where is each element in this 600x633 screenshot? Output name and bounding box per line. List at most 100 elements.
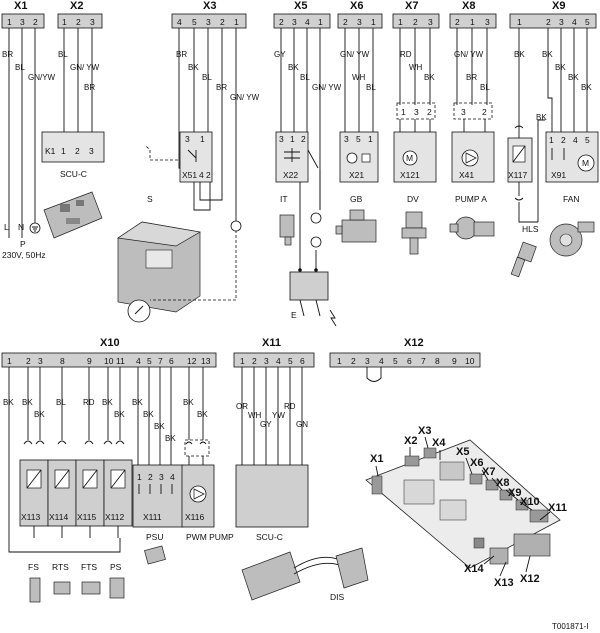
connector-x11-pin: 6 — [300, 356, 305, 366]
component-x41-pin: 3 — [461, 107, 466, 117]
electrode-block — [289, 271, 329, 301]
wire-color-label: RD — [400, 50, 412, 59]
label-e: E — [291, 310, 297, 320]
connector-x10-pin: 6 — [169, 356, 174, 366]
label-pump-a: PUMP A — [455, 194, 487, 204]
board-label-x14: X14 — [464, 563, 484, 575]
connector-x10-pin: 3 — [38, 356, 43, 366]
connector-x9 — [509, 13, 597, 29]
component-x112-label: X112 — [105, 512, 124, 522]
connector-x9-pin: 1 — [517, 17, 522, 27]
component-x21-pin: 5 — [356, 134, 361, 144]
connector-x6-pin: 1 — [371, 17, 376, 27]
connector-x10 — [1, 352, 217, 368]
ground-icon — [230, 220, 242, 232]
connector-x8 — [449, 13, 497, 29]
scu-c-board-icon — [43, 191, 103, 239]
component-x91 — [545, 131, 599, 183]
connector-x5-pin: 4 — [305, 17, 310, 27]
wire-color-label: OR — [236, 402, 248, 411]
connector-x9-pin: 2 — [546, 17, 551, 27]
wire-color-label: GY — [274, 50, 286, 59]
connector-x3-pin: 4 — [177, 17, 182, 27]
scu-c-block — [235, 464, 309, 528]
wire-color-label: BK — [288, 63, 299, 72]
wire-color-label: BK — [132, 398, 143, 407]
connector-x5-pin: 1 — [318, 17, 323, 27]
label-pwm-pump: PWM PUMP — [186, 532, 234, 542]
connector-x11-pin: 2 — [252, 356, 257, 366]
component-x21 — [339, 131, 379, 183]
label-rts: RTS — [52, 562, 69, 572]
component-x22-pin: 1 — [290, 134, 295, 144]
connector-x1-pin: 1 — [7, 17, 12, 27]
scu-c-display-icon — [241, 547, 369, 601]
component-x111-pin: 3 — [159, 472, 164, 482]
board-label-x13: X13 — [494, 577, 514, 589]
wire-color-label: YW — [272, 411, 285, 420]
component-x51-pin: 4 — [199, 170, 204, 180]
board-label-x11: X11 — [548, 502, 567, 514]
connector-x7-title: X7 — [405, 0, 418, 12]
component-x91-pin: 2 — [561, 135, 566, 145]
board-label-x4: X4 — [432, 437, 446, 449]
wire-color-label: GN — [296, 420, 308, 429]
connector-x11-pin: 3 — [264, 356, 269, 366]
connector-x12-pin: 6 — [407, 356, 412, 366]
component-x121-pin: 1 — [401, 107, 406, 117]
wire-color-label: BL — [300, 73, 310, 82]
control-board-drawing — [365, 439, 561, 569]
connector-x8-title: X8 — [462, 0, 475, 12]
component-x21-pin: 1 — [368, 134, 373, 144]
connector-x5-pin: 3 — [292, 17, 297, 27]
connector-x2-pin: 3 — [90, 17, 95, 27]
connector-x5 — [273, 13, 331, 29]
sensor-icons — [29, 577, 125, 603]
connector-x2-title: X2 — [70, 0, 83, 12]
connector-x3 — [171, 13, 247, 29]
wire-color-label: BR — [2, 50, 13, 59]
connector-x12-pin: 2 — [351, 356, 356, 366]
connector-x8-pin: 1 — [470, 17, 475, 27]
board-label-x10: X10 — [520, 496, 540, 508]
connector-x10-pin: 7 — [158, 356, 163, 366]
label-l: L — [4, 222, 9, 232]
high-limit-sensor-icon — [510, 241, 537, 278]
board-label-x12: X12 — [520, 573, 540, 585]
sensor-x112 — [103, 459, 133, 527]
fan-icon — [549, 221, 595, 257]
connector-x1-pin: 2 — [33, 17, 38, 27]
wire-color-label: GN/ YW — [312, 83, 342, 92]
connector-x8-pin: 2 — [455, 17, 460, 27]
wire-color-label: BL — [202, 73, 212, 82]
svg-text:M: M — [582, 158, 589, 168]
board-label-x9: X9 — [508, 487, 521, 499]
component-k1-pin: 3 — [89, 146, 94, 156]
wire-color-label: BR — [466, 73, 477, 82]
connector-x10-pin: 8 — [60, 356, 65, 366]
wire-color-label: BK — [536, 113, 547, 122]
component-x121-label: X121 — [400, 170, 420, 180]
wire-color-label: BK — [183, 398, 194, 407]
label-fan: FAN — [563, 194, 580, 204]
wire-color-label: GN/ YW — [70, 63, 100, 72]
wire-color-label: BL — [366, 83, 376, 92]
wire-color-label: GN/ YW — [230, 93, 260, 102]
wire-color-label: BL — [56, 398, 66, 407]
wire-color-label: BK — [3, 398, 14, 407]
wire-color-label: BK — [197, 410, 208, 419]
label-mains: 230V, 50Hz — [2, 250, 46, 260]
label-ps: PS — [110, 562, 122, 572]
connector-x10-pin: 13 — [201, 356, 211, 366]
connector-x12-pin: 9 — [452, 356, 457, 366]
label-it: IT — [280, 194, 288, 204]
wire-color-label: BL — [58, 50, 68, 59]
component-x91-label: X91 — [551, 170, 566, 180]
board-label-x3: X3 — [418, 425, 431, 437]
connector-x6-pin: 3 — [357, 17, 362, 27]
wire-color-label: GN/ YW — [454, 50, 484, 59]
sensor-x113 — [19, 459, 49, 527]
wire-color-label: WH — [409, 63, 423, 72]
component-x51-label: X51 — [182, 170, 197, 180]
